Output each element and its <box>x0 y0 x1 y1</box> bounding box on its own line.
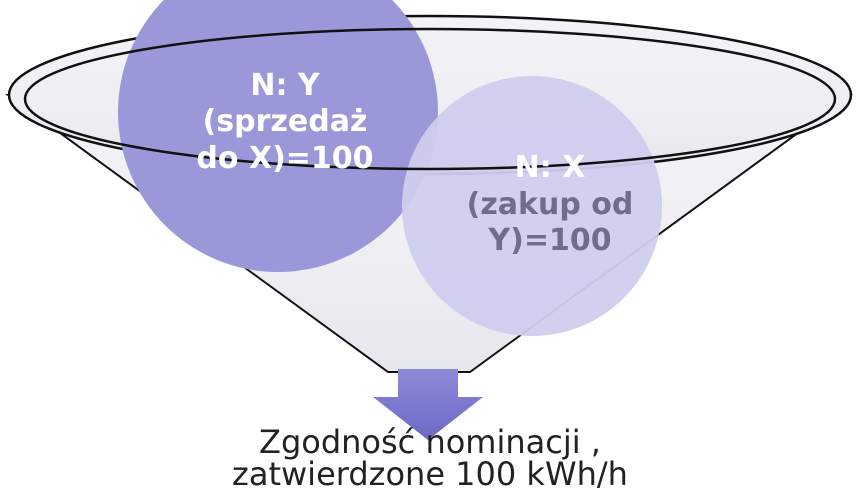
circle-y <box>118 0 438 272</box>
circle-y-line-3: do X)=100 <box>196 141 373 176</box>
circle-y-line-1: N: Y <box>250 68 321 103</box>
circle-y-line-2: (sprzedaż <box>203 104 368 139</box>
circle-x-line-1: N: X <box>515 150 586 185</box>
down-arrow-icon <box>373 369 483 440</box>
caption-line-2: zatwierdzone 100 kWh/h <box>232 455 628 493</box>
funnel-rim-inner <box>23 27 837 171</box>
caption-line-1: Zgodność nominacji , <box>259 423 601 461</box>
circle-x <box>402 76 662 336</box>
circle-x-line-3: Y)=100 <box>487 223 611 258</box>
circle-x-line-2: (zakup od <box>467 187 634 222</box>
